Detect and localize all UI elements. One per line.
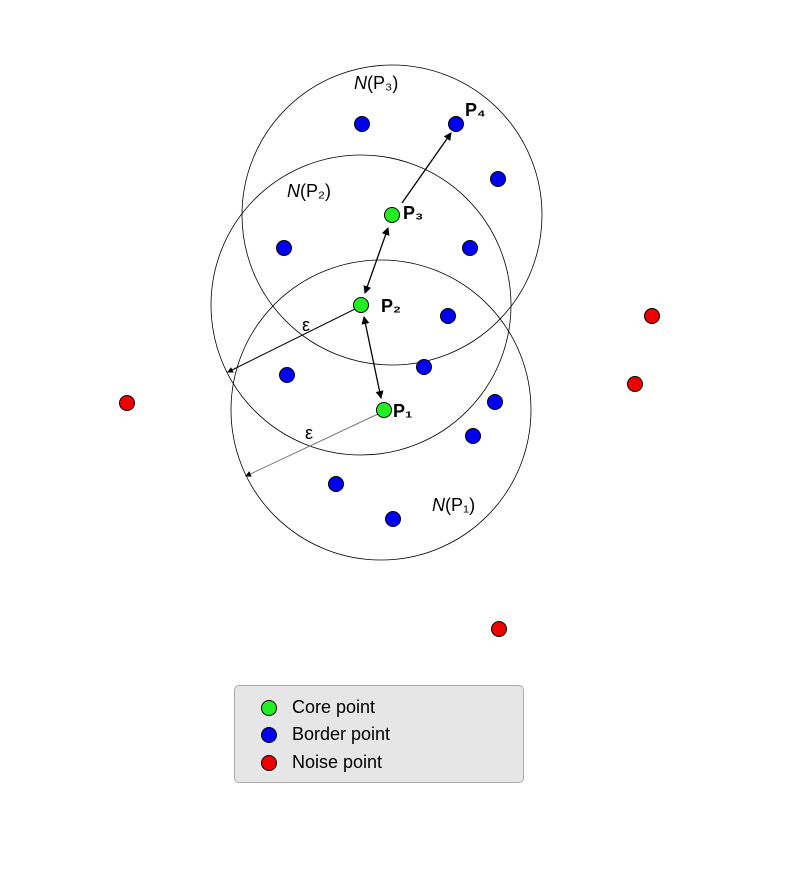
label-p4: P₄ [465,100,486,120]
core-point-p3 [384,207,400,223]
arrow-p2-p3 [363,227,390,294]
core-point-icon [261,699,277,716]
legend-item-border: Border point [261,724,390,745]
label-p2: P₂ [381,296,401,316]
noise-point [491,621,507,637]
border-point [328,476,344,492]
legend-label: Noise point [292,752,383,772]
noise-point-icon [261,754,277,771]
arrow-p3-p4 [401,132,452,204]
border-point [276,240,292,256]
label-epsilon-p1: ε [305,423,313,443]
border-point [354,116,370,132]
border-point [279,367,295,383]
legend-label: Border point [292,724,391,744]
border-point-icon [261,726,277,743]
border-point [487,394,503,410]
neighborhood-p3-circle [241,64,543,366]
legend-item-noise: Noise point [261,752,382,773]
core-point-p2 [353,297,369,313]
border-point [462,240,478,256]
legend: Core point Border point Noise point [234,685,524,783]
border-point [490,171,506,187]
border-point [385,511,401,527]
border-point [416,359,432,375]
noise-point [119,395,135,411]
label-n-p3: N(P₃) [354,73,398,93]
label-p3: P₃ [403,203,423,223]
epsilon-radius-p2 [227,308,356,373]
border-point-p4 [448,116,464,132]
arrow-p2-p1 [361,316,384,399]
label-n-p2: N(P₂) [287,181,331,201]
label-n-p1: N(P₁) [432,495,475,515]
neighborhood-p2-circle [210,154,512,456]
noise-point [627,376,643,392]
legend-label: Core point [292,697,376,717]
epsilon-radius-p1 [245,413,379,477]
label-epsilon-p2: ε [302,315,310,335]
legend-item-core: Core point [261,697,375,718]
core-point-p1 [376,402,392,418]
label-p1: P₁ [393,401,412,421]
noise-point [644,308,660,324]
border-point [465,428,481,444]
border-point [440,308,456,324]
